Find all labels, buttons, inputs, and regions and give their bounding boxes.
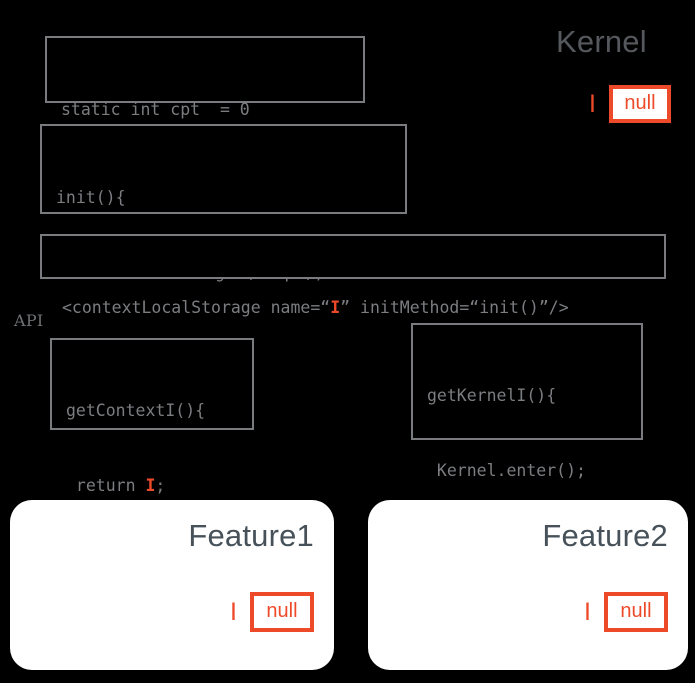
code-block-get-kernel-i: getKernelI(){ Kernel.enter(); return I; … xyxy=(411,323,643,630)
feature-variable-slot: I null xyxy=(584,592,668,632)
code-text: return xyxy=(66,476,146,495)
code-highlight-variable: I xyxy=(145,476,156,495)
feature-card-title: Feature2 xyxy=(542,518,668,553)
feature-variable-value: null xyxy=(250,592,314,632)
code-block-init-method: init(){ return new Integer(++cpt); } xyxy=(40,124,407,357)
code-block-get-context-i: getContextI(){ return I; } xyxy=(50,338,254,570)
feature-variable-name: I xyxy=(230,597,237,626)
feature-variable-slot: I null xyxy=(230,592,314,632)
feature-card-feature2: Feature2 I null xyxy=(368,500,688,670)
api-label: API xyxy=(14,311,44,330)
code-block-context-local-storage: <contextLocalStorage name=“I” initMethod… xyxy=(40,234,666,317)
code-text: ” initMethod=“init()”/> xyxy=(340,298,569,317)
code-line: <contextLocalStorage name=“I” initMethod… xyxy=(62,295,664,320)
feature-variable-value: null xyxy=(604,592,668,632)
kernel-title: Kernel xyxy=(556,24,647,59)
code-text: <contextLocalStorage name=“ xyxy=(62,298,331,317)
code-highlight-variable: I xyxy=(330,298,341,317)
code-line: return I; xyxy=(66,473,252,498)
feature-variable-name: I xyxy=(584,597,591,626)
code-line: static int cpt = 0 xyxy=(61,100,250,119)
code-line: getKernelI(){ xyxy=(427,386,557,405)
kernel-variable-value: null xyxy=(608,85,671,123)
feature-card-title: Feature1 xyxy=(188,518,314,553)
kernel-variable-name: I xyxy=(589,89,596,118)
diagram-canvas: Kernel I null static int cpt = 0 static … xyxy=(10,24,688,670)
code-block-static-fields: static int cpt = 0 static Integer I = nu… xyxy=(45,36,365,194)
code-line: init(){ xyxy=(56,188,126,207)
kernel-variable-slot: I null xyxy=(589,85,671,123)
code-line: Kernel.enter(); xyxy=(427,461,586,480)
code-line: getContextI(){ xyxy=(66,401,206,420)
code-text: ; xyxy=(155,476,166,495)
feature-card-feature1: Feature1 I null xyxy=(10,500,334,670)
